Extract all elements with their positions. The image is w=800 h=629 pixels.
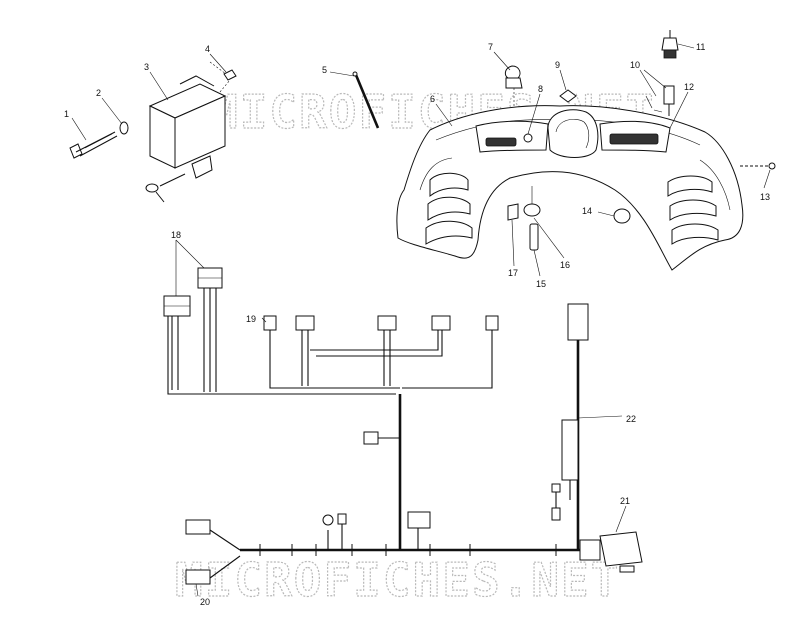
callout-13: 13: [760, 192, 770, 202]
callout-7: 7: [488, 42, 493, 52]
callout-19: 19: [246, 314, 256, 324]
bolt-part: [69, 131, 118, 159]
harness-wires: [167, 288, 580, 579]
callout-1: 1: [64, 109, 69, 119]
indicator-lens-part: [523, 133, 533, 143]
grommet-part: [613, 208, 631, 224]
watermark-bottom: MICROFICHES.NET: [175, 553, 620, 607]
nut-part: [209, 61, 237, 93]
callout-3: 3: [144, 62, 149, 72]
callout-15: 15: [536, 279, 546, 289]
callout-8: 8: [538, 84, 543, 94]
relay-connectors-part: [163, 267, 223, 317]
callout-18: 18: [171, 230, 181, 240]
callout-20: 20: [200, 597, 210, 607]
callout-17: 17: [508, 268, 518, 278]
screw-part: [738, 162, 776, 170]
callout-22: 22: [626, 414, 636, 424]
callout-2: 2: [96, 88, 101, 98]
callout-11: 11: [696, 42, 705, 52]
callout-6: 6: [430, 94, 435, 104]
harness-connectors: [185, 303, 643, 585]
washer-part: [119, 121, 129, 135]
cdi-box-part: [145, 75, 227, 203]
dashboard-pod-part: [396, 105, 744, 271]
callout-12: 12: [684, 82, 694, 92]
harness-tape-marks: [259, 544, 557, 556]
callout-10: 10: [630, 60, 640, 70]
plug-parts: [507, 186, 541, 251]
clip-part: [559, 89, 577, 103]
rod-part: [352, 71, 380, 129]
callout-4: 4: [205, 44, 210, 54]
callout-9: 9: [555, 60, 560, 70]
bulb-socket-part: [645, 30, 679, 116]
callout-21: 21: [620, 496, 630, 506]
callout-16: 16: [560, 260, 570, 270]
callout-5: 5: [322, 65, 327, 75]
callout-labels: 1 2 3 4 5 6 7 8 9 10 11 12 13 14 15 16 1…: [64, 42, 770, 607]
callout-14: 14: [582, 206, 592, 216]
leader-lines: [71, 43, 771, 597]
